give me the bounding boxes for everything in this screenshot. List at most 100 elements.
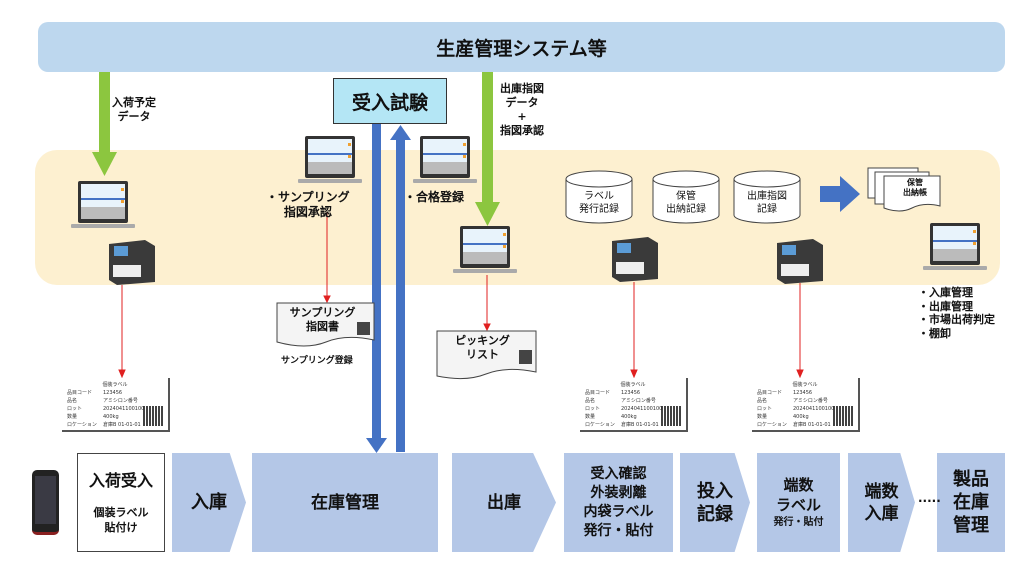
label-field-value: アミシロン番号 xyxy=(793,398,828,404)
blue-arrow-down xyxy=(366,124,387,453)
process-step-label: 端数 入庫 xyxy=(864,481,899,524)
label-field-value: 2024041100100 xyxy=(793,406,835,412)
sampling-approval-label: ・サンプリング 指図承認 xyxy=(266,190,350,219)
process-step: 端数 入庫 xyxy=(848,453,915,552)
database-label: ラベル 発行記録 xyxy=(579,191,619,215)
label-card-row: 品目コード 123456 xyxy=(67,389,163,397)
label-field-name: ロット xyxy=(67,406,83,412)
function-item: ・出庫管理 xyxy=(918,299,973,313)
label-card-title: 個装ラベル xyxy=(102,382,128,388)
database-record: 保管 出納記録 xyxy=(652,170,720,224)
function-list: ・入庫管理・出庫管理・市場出荷判定・棚卸 xyxy=(918,286,995,340)
qr-code-icon xyxy=(143,406,163,426)
laptop-icon xyxy=(71,181,135,228)
label-field-value: 400kg xyxy=(793,414,809,420)
database-icon xyxy=(652,170,720,224)
sampling-order-label: サンプリング 指図書 xyxy=(289,306,356,333)
label-card-row: 品名 アミシロン番号 xyxy=(585,397,681,405)
label-field-value: 倉庫B 01-01-01 xyxy=(621,422,659,428)
label-field-value: 400kg xyxy=(621,414,637,420)
process-step: 入荷受入個装ラベル 貼付け xyxy=(77,453,165,552)
green-arrow-shipping xyxy=(475,72,500,226)
process-step-label: 入庫 xyxy=(191,492,227,513)
database-label: 出庫指図 記録 xyxy=(747,191,787,215)
label-card-row: ロケーション倉庫B 01-01-01 xyxy=(585,421,681,429)
label-field-name: 品名 xyxy=(585,398,596,404)
label-field-value: 123456 xyxy=(793,390,813,396)
picking-list-document xyxy=(436,330,537,380)
label-field-name: 品目コード xyxy=(757,390,783,396)
laptop-icon xyxy=(453,226,517,273)
handheld-terminal-icon xyxy=(32,470,59,535)
inbound-data-label: 入荷予定 データ xyxy=(112,96,156,123)
label-field-name: 品名 xyxy=(757,398,768,404)
label-card-row: 品名 アミシロン番号 xyxy=(67,397,163,405)
individual-label-card: 個装ラベル品目コード 123456 品名 アミシロン番号ロット 202404110010… xyxy=(62,378,170,432)
ledger-label: 保管 出納帳 xyxy=(903,178,927,197)
label-field-name: ロケーション xyxy=(67,422,97,428)
function-item: ・入庫管理 xyxy=(918,286,973,299)
label-field-name: 品目コード xyxy=(67,390,93,396)
header-title: 生産管理システム等 xyxy=(436,37,607,60)
label-field-value: 2024041100100 xyxy=(103,406,145,412)
process-step-label: 端数 ラベル xyxy=(775,476,821,514)
process-step-label: 投入 記録 xyxy=(697,480,733,525)
function-item: ・棚卸 xyxy=(918,326,951,340)
picking-list-label: ピッキング リスト xyxy=(455,334,510,361)
label-card-row: 品目コード 123456 xyxy=(585,389,681,397)
shipping-data-label: 出庫指図 データ + 指図承認 xyxy=(500,82,544,137)
database-record: ラベル 発行記録 xyxy=(565,170,633,224)
label-card-row: 品名 アミシロン番号 xyxy=(757,397,853,405)
label-field-name: 数量 xyxy=(757,414,768,420)
label-field-value: アミシロン番号 xyxy=(103,398,138,404)
label-card-row: ロケーション倉庫B 01-01-01 xyxy=(757,421,853,429)
label-field-value: 123456 xyxy=(103,390,123,396)
label-card-row: 数量 400kg xyxy=(757,413,853,421)
label-printer-icon xyxy=(109,240,155,285)
label-card-title: 個装ラベル xyxy=(620,382,646,388)
process-step: 受入確認 外装剥離 内袋ラベル 発行・貼付 xyxy=(564,453,673,552)
label-printer-icon xyxy=(777,239,823,284)
acceptance-test-box: 受入試験 xyxy=(333,78,447,124)
production-system-bar: 生産管理システム等 xyxy=(38,22,1005,72)
label-card-row: ロケーション倉庫B 01-01-01 xyxy=(67,421,163,429)
database-icon xyxy=(733,170,801,224)
database-record: 出庫指図 記録 xyxy=(733,170,801,224)
blue-arrow-up xyxy=(390,125,411,452)
acceptance-test-label: 受入試験 xyxy=(351,91,428,114)
label-field-name: 品目コード xyxy=(585,390,611,396)
process-step-label: 製品 在庫 管理 xyxy=(953,469,989,536)
label-field-value: 2024041100100 xyxy=(621,406,663,412)
blue-arrow-right xyxy=(820,176,860,212)
label-card-title: 個装ラベル xyxy=(792,382,818,388)
process-step: 製品 在庫 管理 xyxy=(937,453,1005,552)
process-step-sublabel: 発行・貼付 xyxy=(773,517,824,528)
pass-registration-label: ・合格登録 xyxy=(404,190,465,204)
database-icon xyxy=(565,170,633,224)
green-arrow-inbound xyxy=(92,72,117,176)
process-step: 在庫管理 xyxy=(252,453,438,552)
label-field-name: ロケーション xyxy=(585,422,615,428)
process-step-label: 入荷受入 xyxy=(88,471,153,490)
process-step: 出庫 xyxy=(452,453,556,552)
label-field-value: 123456 xyxy=(621,390,641,396)
sampling-order-document xyxy=(276,302,375,347)
label-field-value: アミシロン番号 xyxy=(621,398,656,404)
process-step: 端数 ラベル発行・貼付 xyxy=(757,453,840,552)
label-field-value: 倉庫B 01-01-01 xyxy=(103,422,141,428)
ellipsis-dots: ····· xyxy=(918,494,941,508)
qr-code-icon xyxy=(661,406,681,426)
system-band xyxy=(35,150,1000,285)
process-step-sublabel: 個装ラベル 貼付け xyxy=(93,506,149,534)
label-field-name: 数量 xyxy=(585,414,596,420)
sampling-registration-label: サンプリング登録 xyxy=(281,356,353,366)
label-card-row: 数量 400kg xyxy=(585,413,681,421)
label-field-name: 品名 xyxy=(67,398,78,404)
label-printer-icon xyxy=(612,237,658,282)
laptop-icon xyxy=(923,223,987,270)
